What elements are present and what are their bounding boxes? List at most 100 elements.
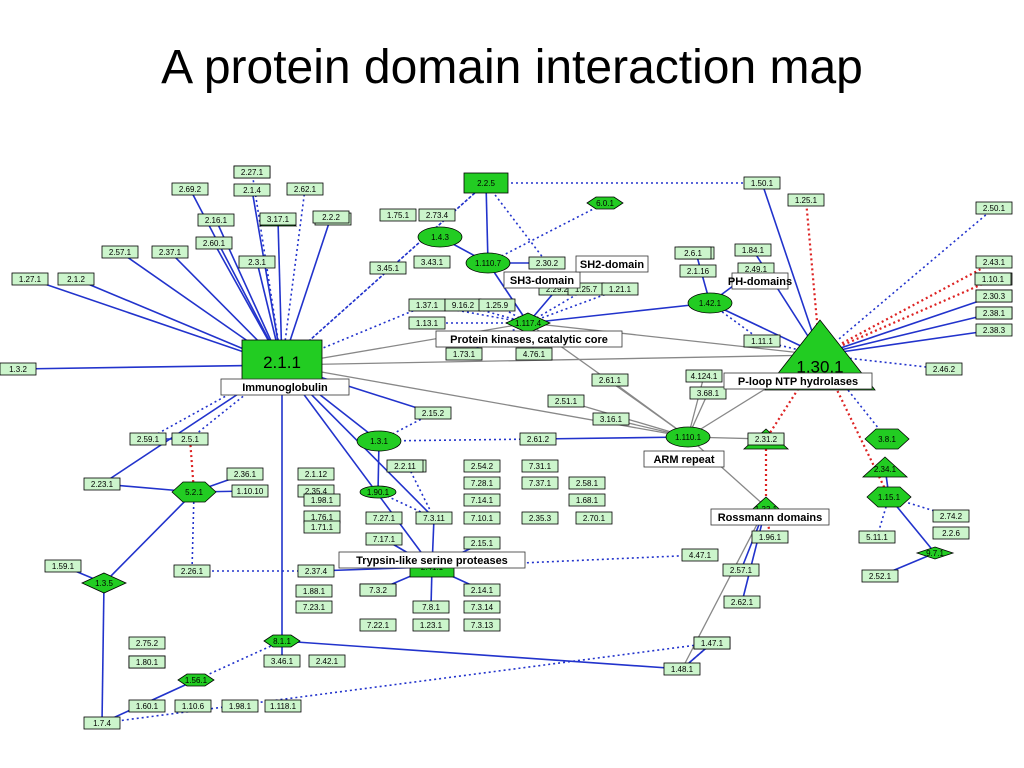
edge-n11101-n1331 — [687, 436, 767, 508]
node-shape — [787, 193, 825, 207]
node-n521: 5.2.1 — [171, 481, 217, 503]
annotation-ph: PH-domains — [728, 272, 792, 290]
node-n7221: 7.22.1 — [359, 618, 397, 632]
node-label: 9.7.1 — [926, 549, 944, 558]
edge-n1301-n1701 — [819, 277, 995, 357]
node-shape — [171, 432, 209, 446]
node-n222: 2.2.2 — [312, 210, 350, 224]
node-n2431: 2.43.1 — [975, 255, 1013, 269]
node-n3451: 3.45.1 — [369, 261, 407, 275]
node-n2701: 2.70.1 — [575, 511, 613, 525]
node-n2612: 2.61.2 — [519, 432, 557, 446]
node-label: 2.62.1 — [294, 185, 317, 194]
node-shape — [359, 618, 397, 632]
node-shape — [693, 636, 731, 650]
node-label: 1.42.1 — [699, 299, 722, 308]
node-label: 4.124.1 — [691, 372, 718, 381]
node-label: 7.3.13 — [471, 621, 494, 630]
node-shape — [764, 319, 876, 391]
node-n4761: 4.76.1 — [515, 347, 553, 361]
node-shape — [197, 213, 235, 227]
node-label: 1.110.1 — [675, 433, 702, 442]
node-n3681: 3.68.1 — [689, 386, 727, 400]
node-label: 2.15.1 — [471, 539, 494, 548]
node-shape — [975, 306, 1013, 320]
node-label: 2.69.2 — [179, 185, 202, 194]
annotation-trypsin: Trypsin-like serine proteases — [338, 551, 526, 569]
node-shape — [463, 459, 501, 473]
node-n2511: 2.51.1 — [547, 394, 585, 408]
node-shape — [226, 467, 264, 481]
annotation-sh2: SH2-domain — [575, 255, 649, 273]
node-label: 7.3.14 — [471, 603, 494, 612]
node-shape — [974, 272, 1012, 286]
node-shape — [568, 476, 606, 490]
node-shape — [0, 362, 37, 376]
node-n1231: 1.23.1 — [412, 618, 450, 632]
node-n1259: 1.25.9 — [478, 298, 516, 312]
node-label: 3.16.1 — [600, 415, 623, 424]
node-shape — [412, 600, 450, 614]
node-n1801b: 1.80.1 — [128, 655, 166, 669]
node-label: 2.57.1 — [109, 248, 132, 257]
node-shape — [679, 264, 717, 278]
node-label: 1.50.1 — [751, 179, 774, 188]
edge-n1107-n601 — [487, 202, 606, 264]
node-shape — [415, 511, 453, 525]
node-shape — [723, 595, 761, 609]
node-layer: 2.1.11.30.11.110.12.41.11.117.41.42.11.1… — [0, 165, 1013, 730]
node-label: 2.49.1 — [745, 265, 768, 274]
node-label: 1.71.1 — [311, 523, 334, 532]
node-shape — [417, 226, 463, 248]
node-label: 2.73.4 — [426, 211, 449, 220]
node-label: 1.7.4 — [93, 719, 111, 728]
node-n1681: 1.68.1 — [568, 493, 606, 507]
node-n2261: 2.26.1 — [173, 564, 211, 578]
node-label: 7.31.1 — [529, 462, 552, 471]
node-label: 2.70.1 — [583, 514, 606, 523]
node-n1271: 1.27.1 — [11, 272, 49, 286]
node-n1111: 1.11.1 — [743, 334, 781, 348]
node-label: 1.96.1 — [759, 533, 782, 542]
node-shape — [128, 699, 166, 713]
node-n7314: 7.3.14 — [463, 600, 501, 614]
node-shape — [586, 196, 624, 210]
node-label: 2.2.5 — [477, 179, 495, 188]
node-n601: 6.0.1 — [586, 196, 624, 210]
node-shape — [463, 476, 501, 490]
node-label: 1.3.2 — [9, 365, 27, 374]
node-n1481: 1.48.1 — [663, 662, 701, 676]
node-label: 1.80.1 — [136, 658, 159, 667]
node-n174: 1.7.4 — [83, 716, 121, 730]
edge-n225-n2302 — [485, 182, 548, 264]
node-shape — [171, 182, 209, 196]
node-label: 1.60.1 — [136, 702, 159, 711]
edge-n1301-n2302b — [819, 295, 995, 356]
node-shape — [297, 467, 335, 481]
annotation-layer: ImmunoglobulinSH3-domainSH2-domainPH-dom… — [220, 255, 873, 569]
node-n1301: 1.30.1 — [764, 319, 876, 391]
node-label: 7.3.2 — [369, 586, 387, 595]
edge-n1174-n1301 — [527, 322, 821, 356]
node-n2383: 2.38.3 — [975, 323, 1013, 337]
node-n2621: 2.62.1 — [286, 182, 324, 196]
edge-n211-n24111 — [281, 364, 433, 568]
node-label: 2.51.1 — [555, 397, 578, 406]
node-n2353: 2.35.3 — [521, 511, 559, 525]
node-shape — [295, 600, 333, 614]
node-n2571: 2.57.1 — [101, 245, 139, 259]
annotation-text: PH-domains — [728, 276, 792, 288]
node-n2542: 2.54.2 — [463, 459, 501, 473]
node-label: 1.15.1 — [878, 493, 901, 502]
node-label: 2.75.2 — [136, 639, 159, 648]
node-label: 1.47.1 — [701, 639, 724, 648]
node-n1251: 1.25.1 — [787, 193, 825, 207]
node-label: 1.56.1 — [185, 676, 208, 685]
node-label: 4.76.1 — [523, 350, 546, 359]
node-n7271: 7.27.1 — [365, 511, 403, 525]
node-label: 1.13.1 — [416, 319, 439, 328]
node-shape — [734, 243, 772, 257]
node-shape — [932, 526, 970, 540]
node-shape — [674, 246, 712, 260]
node-shape — [521, 459, 559, 473]
